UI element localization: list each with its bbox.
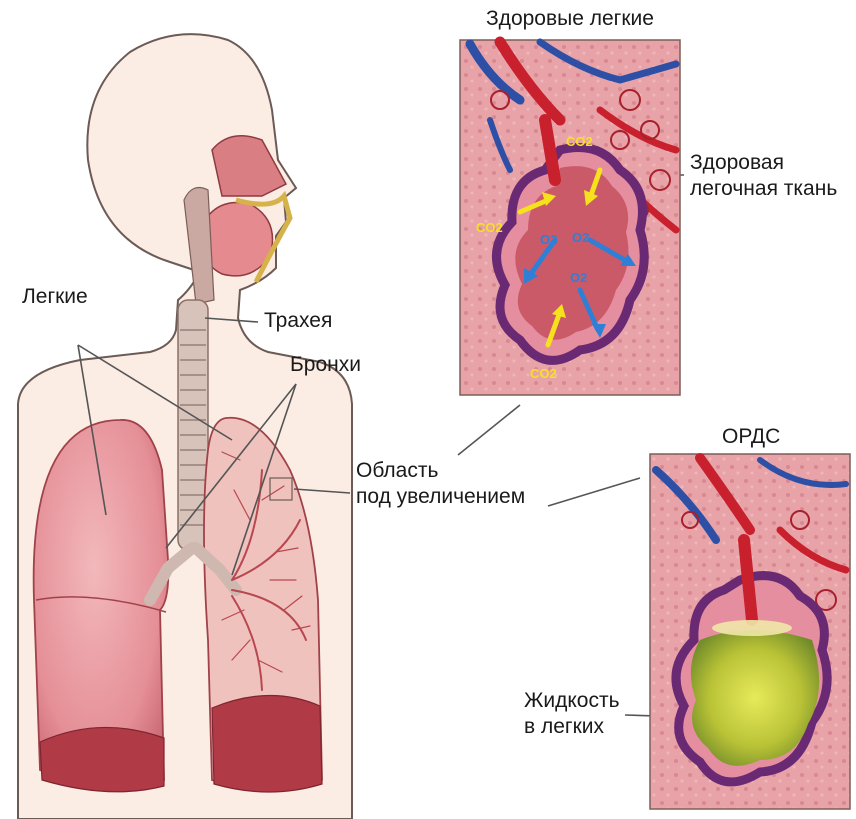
trachea-label: Трахея — [264, 308, 332, 334]
healthy-tissue-label: Здоровая легочная ткань — [690, 150, 837, 202]
magnified-area-label: Область под увеличением — [356, 458, 525, 510]
fluid-in-lungs-label: Жидкость в легких — [524, 688, 620, 740]
magnified-area-label-line1: Область — [356, 458, 525, 484]
healthy-lungs-label: Здоровые легкие — [486, 6, 654, 32]
healthy-tissue-label-line2: легочная ткань — [690, 176, 837, 202]
ards-label: ОРДС — [722, 424, 780, 450]
magnified-area-label-line2: под увеличением — [356, 484, 525, 510]
healthy-tissue-label-line1: Здоровая — [690, 150, 837, 176]
healthy-alveoli-panel: CO2 CO2 CO2 O2 O2 O2 — [460, 40, 680, 395]
co2-label-top: CO2 — [566, 134, 593, 149]
o2-label-c: O2 — [570, 270, 587, 285]
fluid-label-line1: Жидкость — [524, 688, 620, 714]
lung-left-base — [40, 727, 164, 791]
bronchi-label: Бронхи — [290, 352, 361, 378]
lungs-label: Легкие — [22, 284, 88, 310]
ards-alveoli-panel — [650, 454, 850, 809]
o2-label-b: O2 — [572, 230, 589, 245]
fluid-label-line2: в легких — [524, 714, 620, 740]
o2-label-a: O2 — [540, 232, 557, 247]
lung-right-base — [212, 695, 322, 792]
co2-label-bottom: CO2 — [530, 366, 557, 381]
co2-label-left: CO2 — [476, 220, 503, 235]
